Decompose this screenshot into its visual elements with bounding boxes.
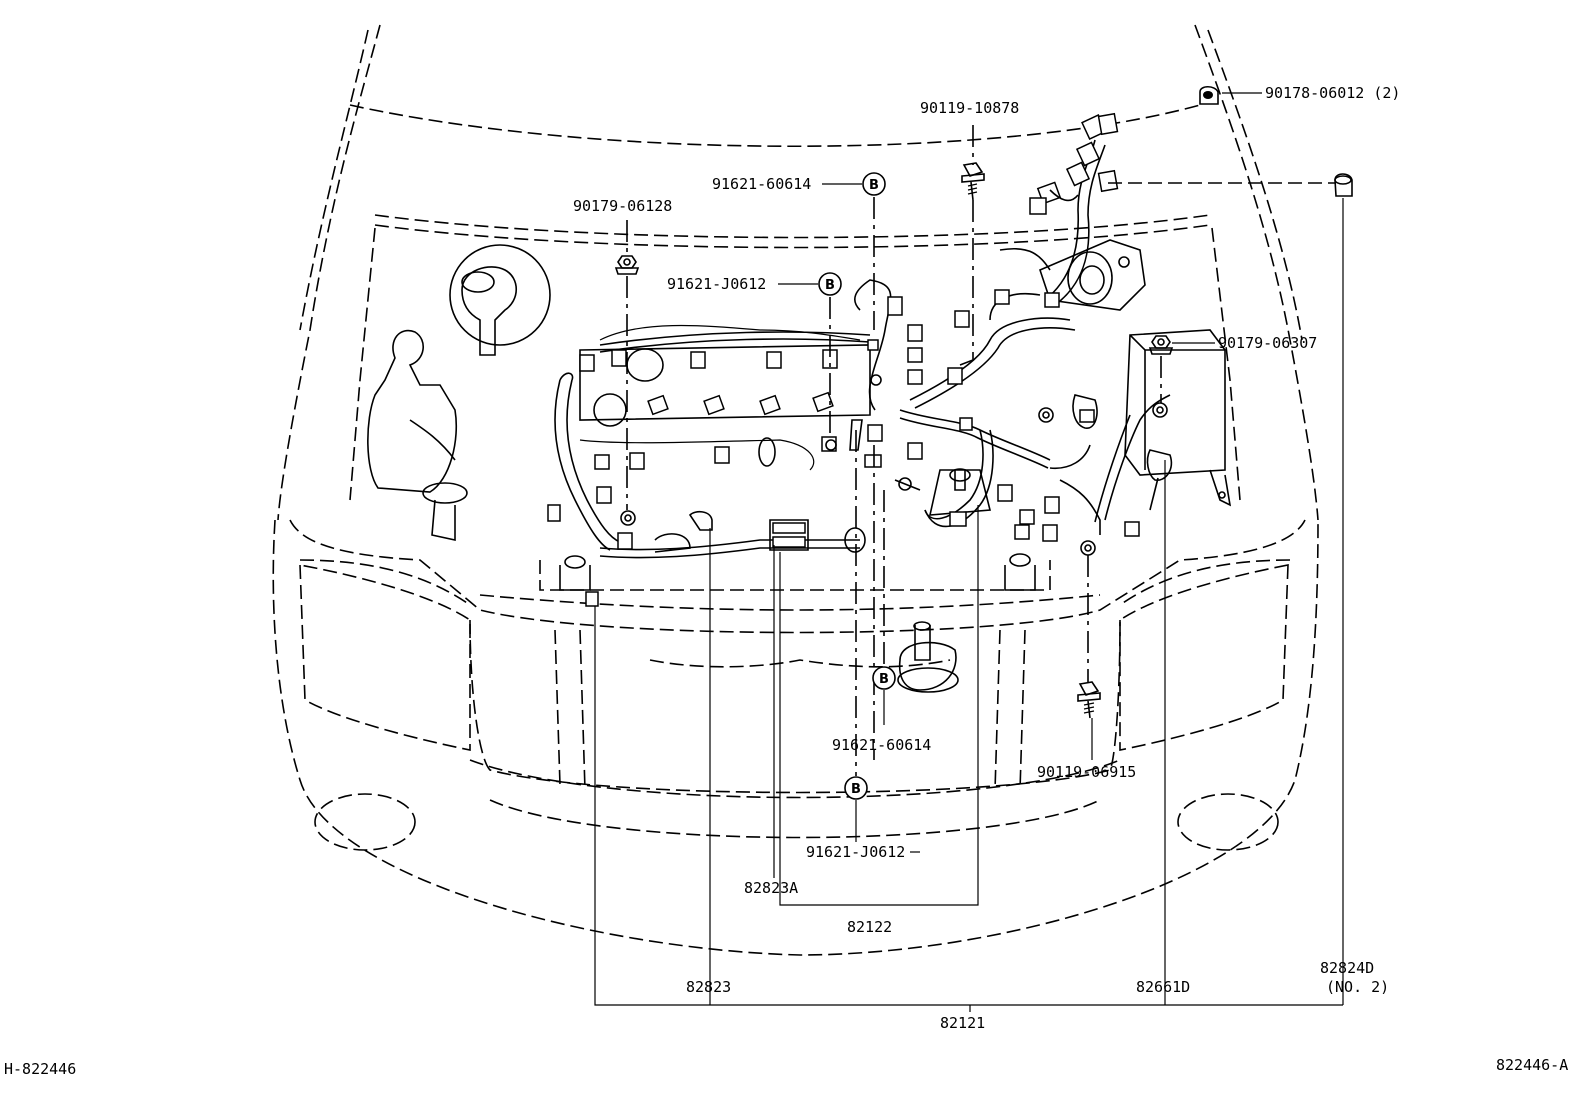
callout-91621-60614-mid: 91621-60614: [832, 736, 931, 754]
callout-91621-J0612-top: 91621-J0612: [667, 275, 766, 293]
bolt-icon: [1077, 681, 1101, 719]
reference-badge-b: B: [844, 776, 868, 800]
callout-82823: 82823: [686, 978, 731, 996]
leader-lines: [594, 92, 1344, 1012]
protector-cap-icon: [1334, 173, 1353, 197]
svg-text:B: B: [851, 782, 861, 797]
bolt-icon: [961, 162, 985, 201]
clip-icon: [1199, 85, 1219, 105]
callout-82661D: 82661D: [1136, 978, 1190, 996]
svg-text:B: B: [825, 278, 835, 293]
callout-90179-06307: 90179-06307: [1218, 334, 1317, 352]
flange-nut-icon: [1148, 335, 1174, 355]
grommet-and-connectors: [559, 510, 1036, 693]
callout-82824D-note: (NO. 2): [1326, 978, 1389, 996]
brake-master-cylinder: [449, 244, 551, 356]
flange-nut-icon: [614, 255, 640, 275]
svg-text:B: B: [879, 672, 889, 687]
reference-badge-b: B: [862, 172, 886, 196]
drawing-id: H-822446: [4, 1060, 76, 1078]
callout-82824D: 82824D: [1320, 959, 1374, 977]
sensor-connector-cluster: [1029, 112, 1146, 311]
figure-code: 822446-A: [1496, 1056, 1568, 1074]
callout-82122: 82122: [847, 918, 892, 936]
reference-badge-b: B: [872, 666, 896, 690]
callout-90179-06128: 90179-06128: [573, 197, 672, 215]
callout-90119-10878: 90119-10878: [920, 99, 1019, 117]
callout-90178-06012: 90178-06012 (2): [1265, 84, 1400, 102]
coolant-reservoir: [367, 329, 468, 541]
callout-91621-J0612-bottom: 91621-J0612: [806, 843, 905, 861]
relay-block: [1124, 329, 1232, 507]
svg-text:B: B: [869, 178, 879, 193]
callout-91621-60614-top: 91621-60614: [712, 175, 811, 193]
harness-connectors: [547, 289, 1140, 607]
reference-badge-b: B: [818, 272, 842, 296]
callout-82121: 82121: [940, 1014, 985, 1032]
vehicle-body-outline: [272, 24, 1319, 956]
callout-90119-06915: 90119-06915: [1037, 763, 1136, 781]
callout-82823A: 82823A: [744, 879, 798, 897]
harness-clamps: [620, 374, 1168, 556]
engine-mount-bracket: [894, 394, 1173, 516]
